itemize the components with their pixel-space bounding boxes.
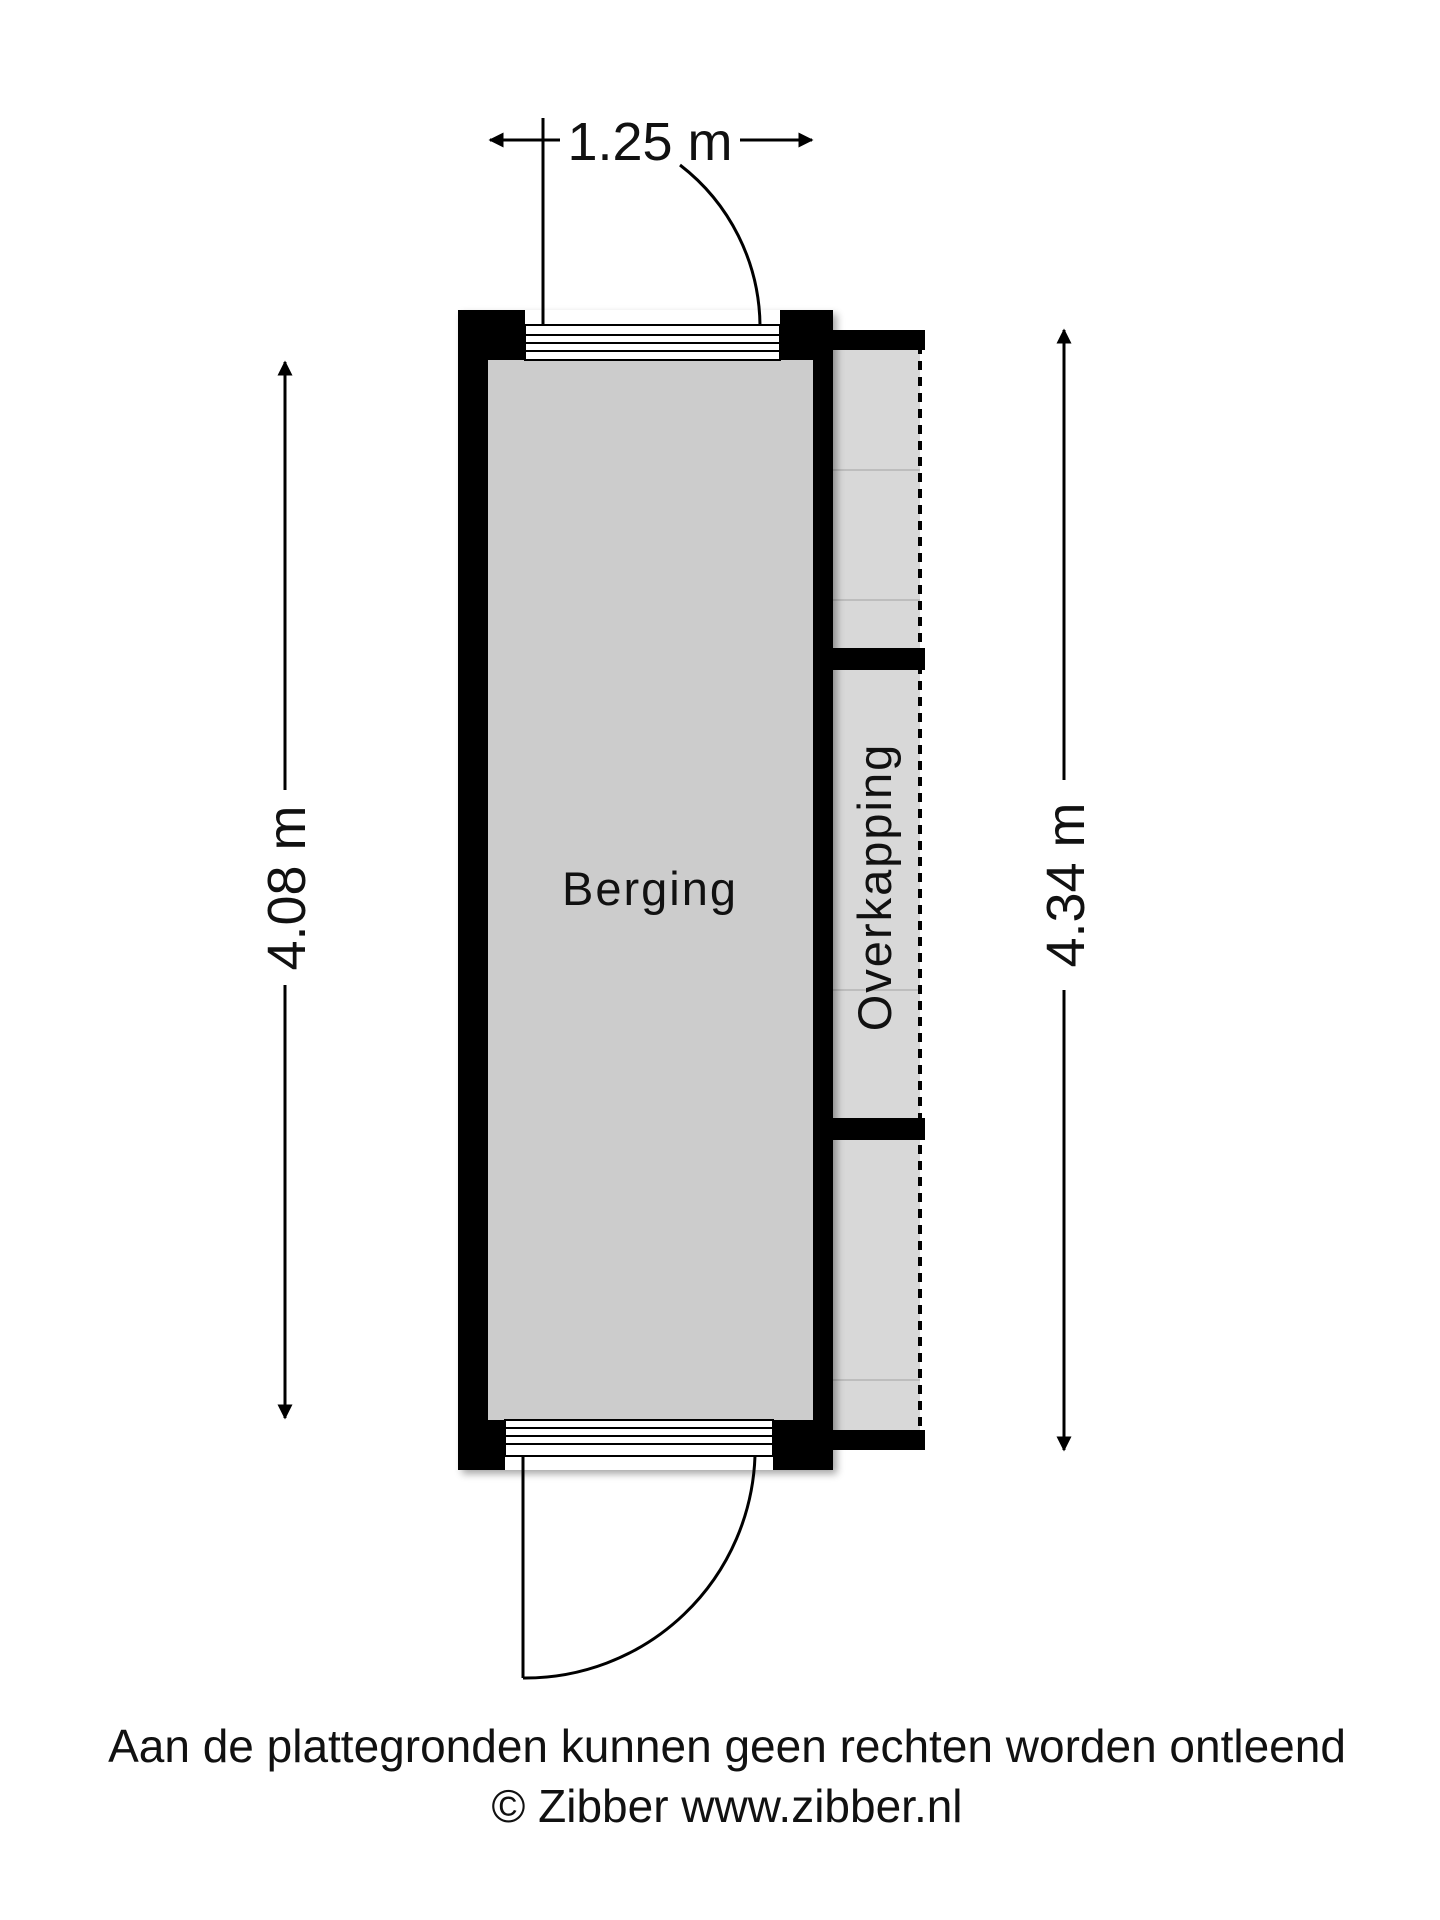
- footer-copyright: © Zibber www.zibber.nl: [491, 1780, 962, 1832]
- footer-disclaimer: Aan de plattegronden kunnen geen rechten…: [108, 1720, 1346, 1772]
- room-label-berging: Berging: [562, 862, 738, 915]
- overkapping-beam-bottom: [830, 1430, 925, 1450]
- top-door: [524, 120, 781, 361]
- dimension-right-height-label: 4.34 m: [1036, 802, 1096, 967]
- overkapping-beam-top: [830, 330, 925, 350]
- dimension-width: [488, 118, 814, 162]
- dimension-left-height-label: 4.08 m: [257, 805, 317, 970]
- room-label-overkapping: Overkapping: [848, 743, 901, 1032]
- bottom-door-swing-arc: [522, 1455, 757, 1680]
- overkapping-area: [830, 330, 925, 1450]
- berging-floor: [488, 360, 813, 1420]
- berging-room: [458, 310, 833, 1470]
- overkapping-beam-1: [830, 648, 925, 670]
- bottom-door: [504, 1419, 774, 1680]
- top-door-swing-arc: [679, 163, 762, 326]
- overkapping-beam-2: [830, 1118, 925, 1140]
- dimension-width-label: 1.25 m: [567, 112, 732, 172]
